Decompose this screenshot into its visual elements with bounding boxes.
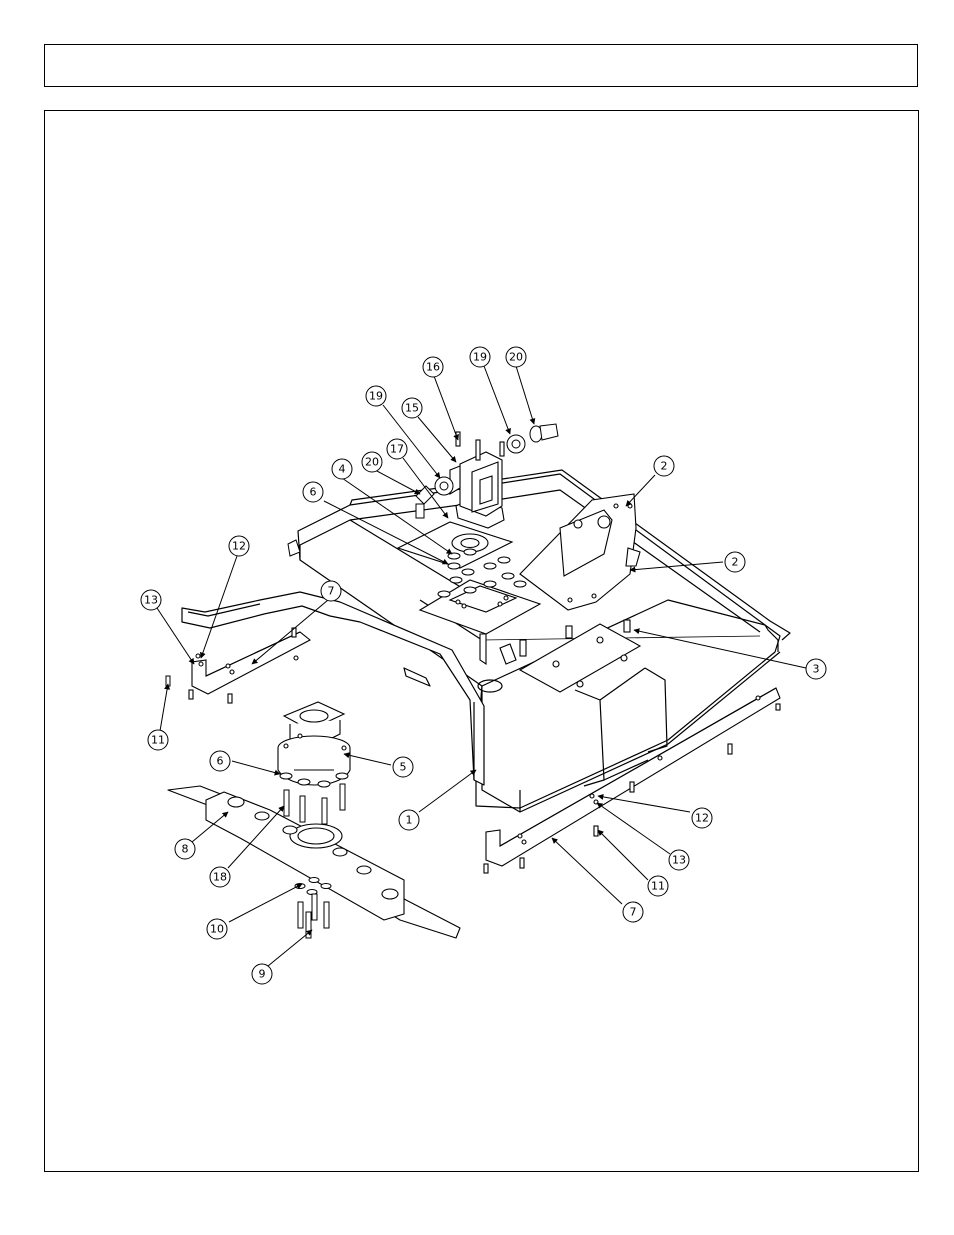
svg-text:17: 17 bbox=[390, 443, 404, 456]
svg-text:7: 7 bbox=[328, 585, 335, 598]
gearbox bbox=[449, 431, 505, 529]
callout-1: 1 bbox=[398, 809, 420, 831]
callout-11-left: 11 bbox=[147, 729, 169, 751]
blade-assembly bbox=[167, 785, 461, 939]
svg-text:20: 20 bbox=[365, 456, 379, 469]
right-skid-shoe bbox=[483, 687, 781, 874]
callout-16: 16 bbox=[422, 356, 444, 378]
svg-text:10: 10 bbox=[210, 923, 224, 936]
callout-12-left: 12 bbox=[228, 535, 250, 557]
callout-19-left: 19 bbox=[365, 385, 387, 407]
callout-20-right: 20 bbox=[505, 346, 527, 368]
svg-text:16: 16 bbox=[426, 361, 440, 374]
header-frame bbox=[44, 44, 918, 87]
svg-text:6: 6 bbox=[310, 486, 317, 499]
spindle-housing bbox=[277, 701, 351, 786]
callout-15: 15 bbox=[401, 397, 423, 419]
fitting-right bbox=[529, 423, 559, 443]
rear-plate bbox=[518, 619, 642, 693]
svg-text:1: 1 bbox=[406, 814, 413, 827]
blade-bolts bbox=[294, 877, 332, 939]
callout-19-right: 19 bbox=[469, 346, 491, 368]
svg-text:13: 13 bbox=[672, 854, 686, 867]
svg-text:12: 12 bbox=[232, 540, 246, 553]
svg-text:9: 9 bbox=[259, 968, 266, 981]
hardware-stack bbox=[437, 548, 527, 598]
leader-lines bbox=[156, 365, 807, 967]
diagram-frame bbox=[44, 110, 919, 1172]
callout-7-left: 7 bbox=[320, 580, 342, 602]
svg-text:13: 13 bbox=[144, 594, 158, 607]
svg-text:20: 20 bbox=[509, 351, 523, 364]
callout-9: 9 bbox=[251, 963, 273, 985]
coupler-right bbox=[506, 434, 526, 454]
spindle-bolts bbox=[279, 772, 349, 825]
callout-8: 8 bbox=[174, 838, 196, 860]
callout-6-upper: 6 bbox=[302, 481, 324, 503]
callout-6-lower: 6 bbox=[209, 750, 231, 772]
svg-text:12: 12 bbox=[695, 812, 709, 825]
svg-text:4: 4 bbox=[339, 463, 346, 476]
deck-corner-bracket bbox=[287, 539, 301, 557]
svg-text:8: 8 bbox=[182, 843, 189, 856]
bumper-rail bbox=[181, 591, 485, 786]
svg-text:6: 6 bbox=[217, 755, 224, 768]
svg-text:5: 5 bbox=[400, 761, 407, 774]
callout-2-top: 2 bbox=[653, 455, 675, 477]
callout-18: 18 bbox=[209, 866, 231, 888]
svg-text:2: 2 bbox=[732, 556, 739, 569]
callout-20-left: 20 bbox=[361, 451, 383, 473]
svg-text:15: 15 bbox=[405, 402, 419, 415]
callout-2-side: 2 bbox=[724, 551, 746, 573]
callout-13-right: 13 bbox=[668, 849, 690, 871]
callout-13-left: 13 bbox=[140, 589, 162, 611]
svg-text:19: 19 bbox=[473, 351, 487, 364]
callout-10: 10 bbox=[206, 918, 228, 940]
callout-17: 17 bbox=[386, 438, 408, 460]
svg-text:7: 7 bbox=[630, 906, 637, 919]
callout-3: 3 bbox=[805, 658, 827, 680]
callout-4: 4 bbox=[331, 458, 353, 480]
svg-text:18: 18 bbox=[213, 871, 227, 884]
hitch-frame bbox=[519, 493, 641, 611]
callout-12-right: 12 bbox=[691, 807, 713, 829]
svg-text:3: 3 bbox=[813, 663, 820, 676]
callout-5: 5 bbox=[392, 756, 414, 778]
svg-text:2: 2 bbox=[661, 460, 668, 473]
callouts: 1 2 2 3 4 5 6 6 7 7 8 9 10 11 11 12 12 1… bbox=[140, 346, 827, 985]
svg-text:19: 19 bbox=[369, 390, 383, 403]
gearbox-base bbox=[396, 521, 514, 569]
svg-text:11: 11 bbox=[151, 734, 165, 747]
svg-text:11: 11 bbox=[651, 880, 665, 893]
coupler-left bbox=[434, 476, 454, 496]
callout-11-right: 11 bbox=[647, 875, 669, 897]
callout-7-right: 7 bbox=[622, 901, 644, 923]
fitting-left bbox=[415, 485, 435, 519]
